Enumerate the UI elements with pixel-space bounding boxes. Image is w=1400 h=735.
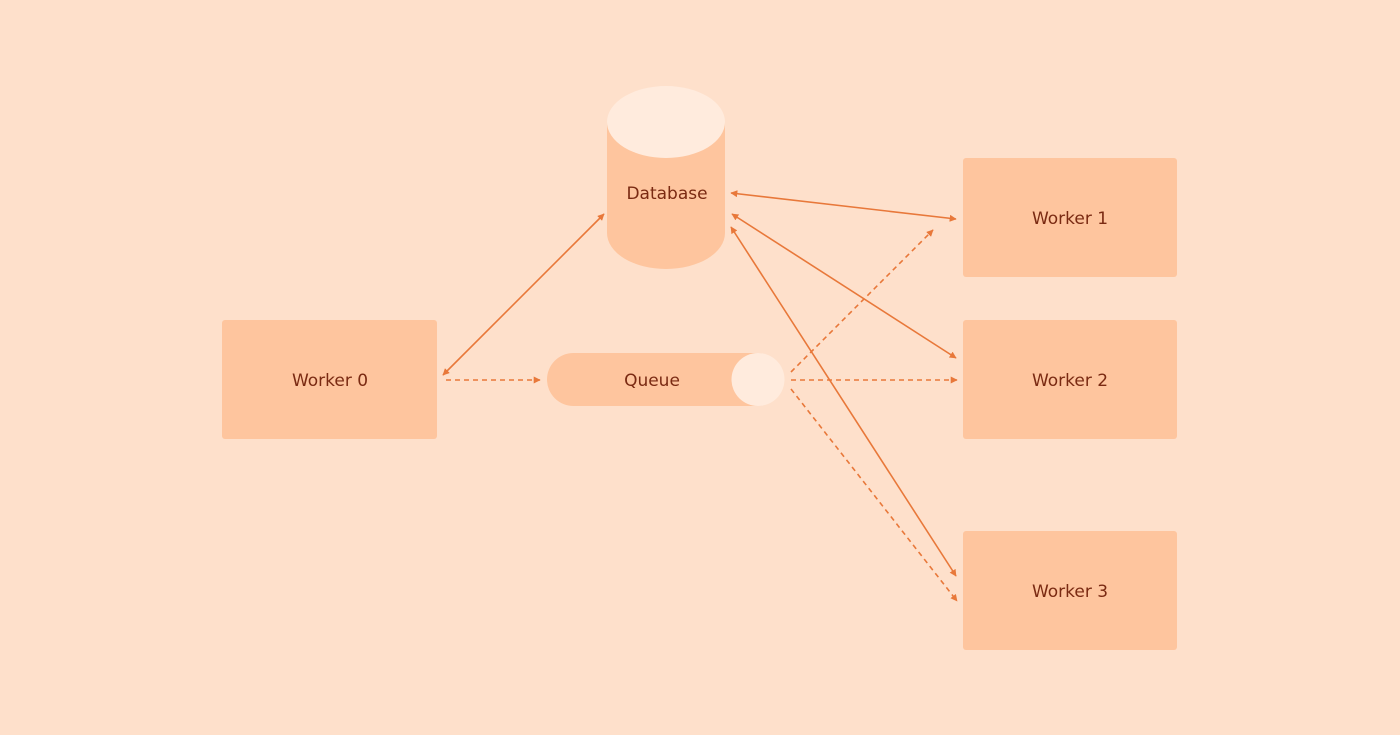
worker-3-box [963,531,1177,650]
worker-1-box [963,158,1177,277]
queue-pill [547,353,784,406]
database-cylinder-body [607,122,725,269]
database-label: Database [626,184,707,204]
worker-1-label: Worker 1 [1032,209,1108,229]
edges-group [442,190,958,602]
worker-1-node: Worker 1 [963,158,1177,277]
edge-queue-worker3 [790,388,958,602]
worker-0-box [222,320,437,439]
worker-3-node: Worker 3 [963,531,1177,650]
database-cylinder-top [607,86,725,158]
worker-0-label: Worker 0 [292,371,368,391]
queue-end-cap [731,353,785,406]
worker-3-label: Worker 3 [1032,582,1108,602]
queue-label: Queue [624,371,680,391]
database-node: Database [607,86,725,269]
worker-2-label: Worker 2 [1032,371,1108,391]
worker-2-node: Worker 2 [963,320,1177,439]
edge-database-worker2 [731,213,957,359]
edge-queue-worker1 [790,229,934,373]
edge-database-worker1 [730,190,957,222]
queue-node: Queue [547,353,785,406]
worker-0-node: Worker 0 [222,320,437,439]
edge-worker0-database [442,213,605,376]
worker-2-box [963,320,1177,439]
edge-database-worker3 [730,226,957,577]
